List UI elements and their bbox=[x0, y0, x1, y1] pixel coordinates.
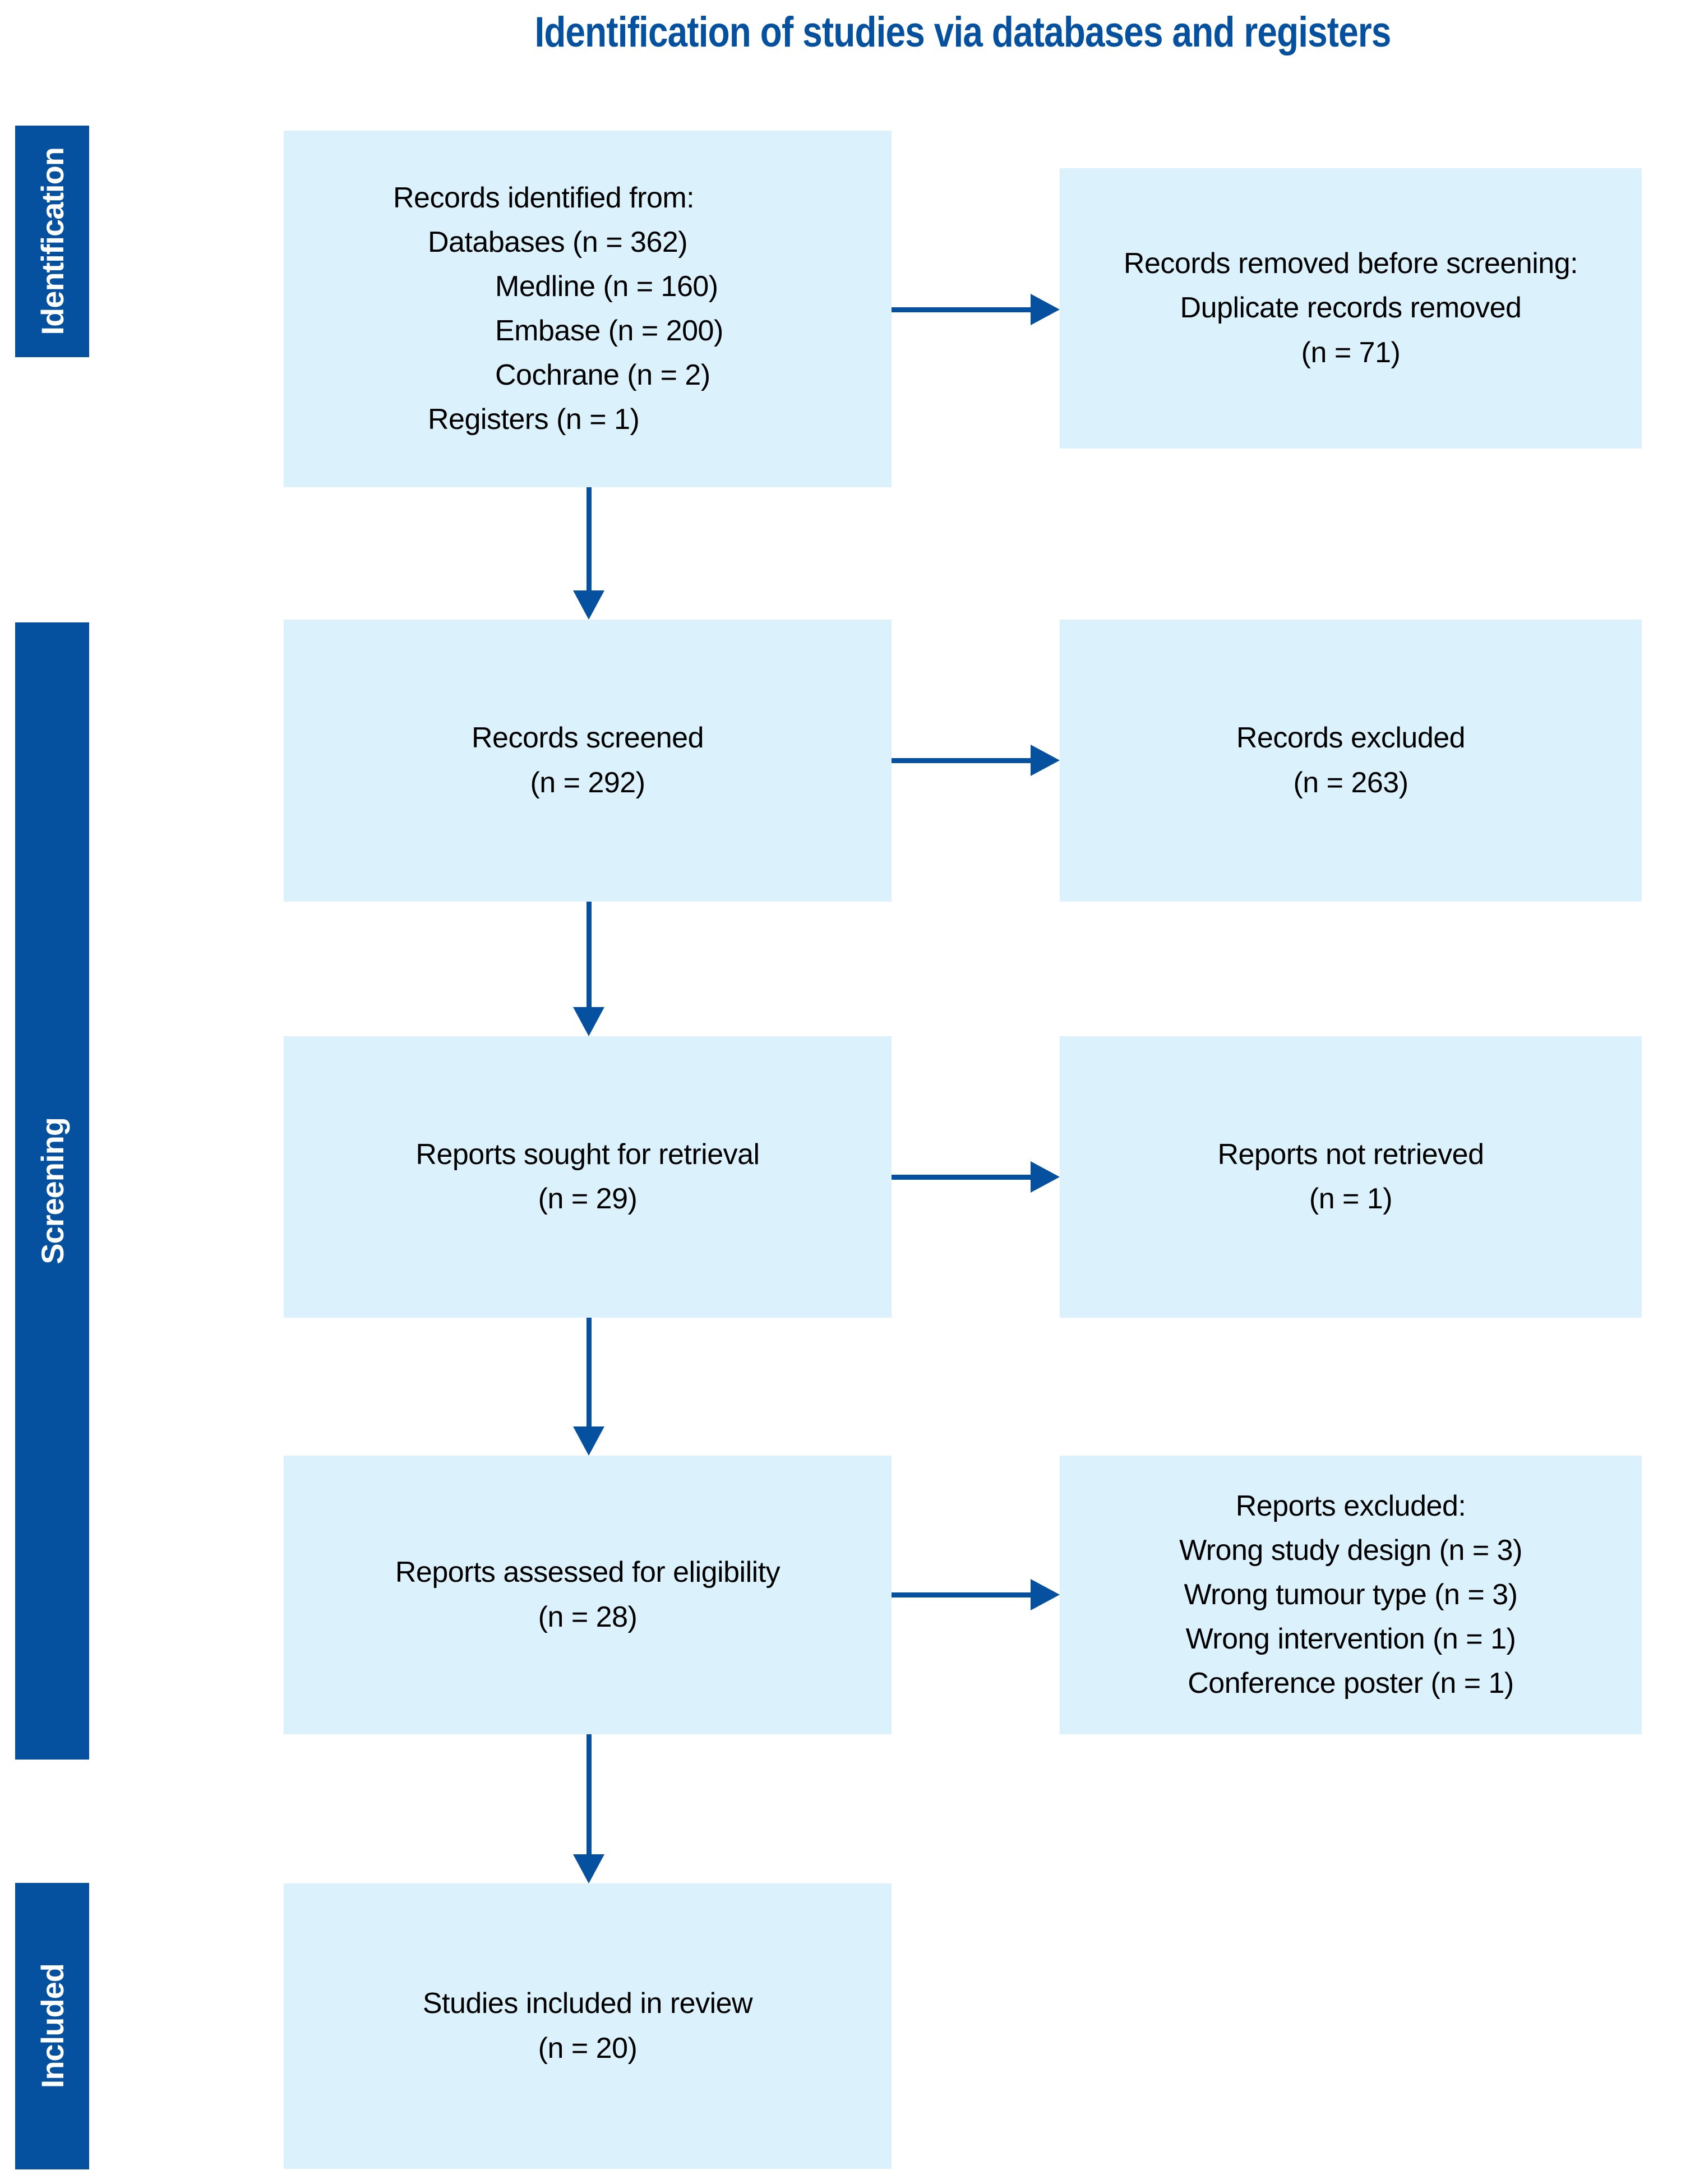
arrow-stem bbox=[586, 902, 592, 1012]
records-removed-heading: Records removed before screening: bbox=[1123, 247, 1578, 280]
records-screened-label: Records screened bbox=[472, 722, 704, 755]
reports-assessed-count: (n = 28) bbox=[538, 1600, 638, 1633]
records-screened-count: (n = 292) bbox=[530, 766, 645, 799]
box-records-excluded: Records excluded (n = 263) bbox=[1060, 620, 1642, 902]
box-records-removed: Records removed before screening: Duplic… bbox=[1060, 168, 1642, 449]
reports-not-retrieved-label: Reports not retrieved bbox=[1217, 1138, 1484, 1171]
stage-label-included: Included bbox=[34, 1964, 70, 2089]
records-identified-medline: Medline (n = 160) bbox=[495, 270, 718, 303]
diagram-title: Identification of studies via databases … bbox=[534, 8, 1391, 56]
reports-assessed-label: Reports assessed for eligibility bbox=[395, 1556, 781, 1589]
box-reports-excluded: Reports excluded: Wrong study design (n … bbox=[1060, 1456, 1642, 1734]
box-studies-included: Studies included in review (n = 20) bbox=[284, 1883, 892, 2169]
box-reports-assessed: Reports assessed for eligibility (n = 28… bbox=[284, 1456, 892, 1734]
arrow-stem bbox=[892, 307, 1033, 312]
studies-included-count: (n = 20) bbox=[538, 2031, 638, 2065]
records-identified-heading: Records identified from: bbox=[393, 181, 695, 214]
arrow-stem bbox=[586, 487, 592, 595]
reports-excluded-wrong-intervention: Wrong intervention (n = 1) bbox=[1185, 1623, 1516, 1656]
stage-label-identification: Identification bbox=[34, 147, 70, 335]
arrow-head-icon bbox=[1031, 745, 1060, 776]
studies-included-label: Studies included in review bbox=[422, 1987, 753, 2020]
arrow-stem bbox=[586, 1734, 592, 1859]
stage-bar-included: Included bbox=[15, 1883, 89, 2169]
box-records-identified: Records identified from: Databases (n = … bbox=[284, 131, 892, 487]
arrow-head-icon bbox=[1031, 1579, 1060, 1610]
stage-bar-identification: Identification bbox=[15, 126, 89, 357]
arrow-stem bbox=[892, 1592, 1033, 1597]
records-identified-cochrane: Cochrane (n = 2) bbox=[495, 359, 710, 392]
reports-excluded-heading: Reports excluded: bbox=[1235, 1489, 1466, 1522]
arrow-head-icon bbox=[573, 1007, 604, 1036]
stage-bar-screening: Screening bbox=[15, 622, 89, 1760]
records-removed-count: (n = 71) bbox=[1301, 336, 1401, 369]
box-reports-not-retrieved: Reports not retrieved (n = 1) bbox=[1060, 1036, 1642, 1318]
reports-excluded-conference-poster: Conference poster (n = 1) bbox=[1188, 1667, 1514, 1700]
arrow-stem bbox=[892, 1175, 1033, 1180]
reports-excluded-wrong-tumour-type: Wrong tumour type (n = 3) bbox=[1184, 1578, 1518, 1611]
box-reports-sought: Reports sought for retrieval (n = 29) bbox=[284, 1036, 892, 1318]
reports-excluded-wrong-study-design: Wrong study design (n = 3) bbox=[1179, 1534, 1522, 1567]
records-identified-embase: Embase (n = 200) bbox=[495, 315, 723, 347]
records-identified-registers: Registers (n = 1) bbox=[428, 403, 640, 436]
stage-label-screening: Screening bbox=[34, 1118, 70, 1264]
arrow-stem bbox=[586, 1318, 592, 1431]
box-records-screened: Records screened (n = 292) bbox=[284, 620, 892, 902]
reports-not-retrieved-count: (n = 1) bbox=[1309, 1183, 1393, 1215]
arrow-head-icon bbox=[573, 590, 604, 620]
arrow-head-icon bbox=[573, 1854, 604, 1883]
records-excluded-count: (n = 263) bbox=[1293, 766, 1408, 799]
records-identified-databases: Databases (n = 362) bbox=[428, 225, 688, 258]
arrow-head-icon bbox=[1031, 294, 1060, 325]
records-removed-duplicates: Duplicate records removed bbox=[1180, 292, 1522, 325]
arrow-stem bbox=[892, 758, 1033, 763]
arrow-head-icon bbox=[573, 1426, 604, 1456]
arrow-head-icon bbox=[1031, 1161, 1060, 1193]
reports-sought-label: Reports sought for retrieval bbox=[415, 1138, 760, 1171]
records-excluded-label: Records excluded bbox=[1236, 722, 1466, 755]
reports-sought-count: (n = 29) bbox=[538, 1183, 638, 1215]
